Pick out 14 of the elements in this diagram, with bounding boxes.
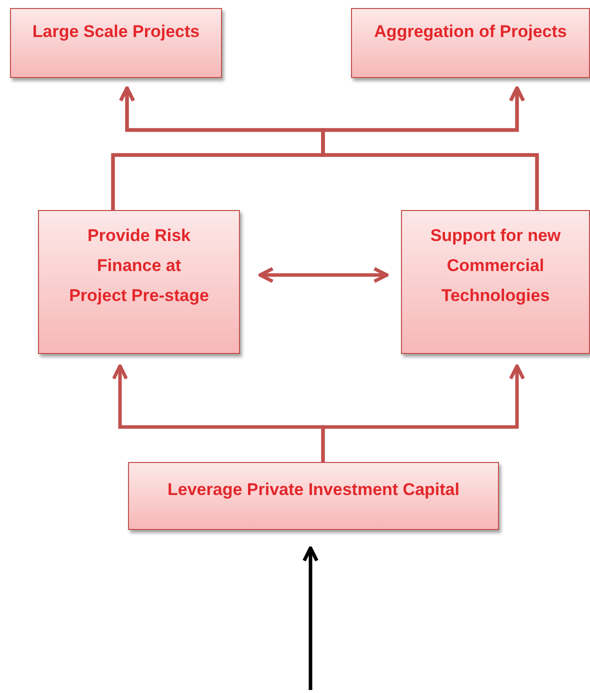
process-box — [128, 462, 499, 530]
box-label: Provide Risk Finance at Project Pre-stage — [68, 225, 210, 307]
arrow — [321, 86, 539, 210]
process-box — [401, 210, 590, 354]
arrow — [258, 266, 389, 284]
process-box — [351, 8, 590, 78]
process-box — [10, 8, 222, 78]
process-box — [38, 210, 240, 354]
arrow — [321, 364, 526, 462]
box-label: Large Scale Projects — [31, 21, 201, 43]
box-label: Support for new Commercial Technologies — [429, 225, 562, 307]
box-label: Leverage Private Investment Capital — [166, 479, 460, 501]
box-label: Aggregation of Projects — [373, 21, 568, 43]
arrow — [302, 546, 319, 690]
